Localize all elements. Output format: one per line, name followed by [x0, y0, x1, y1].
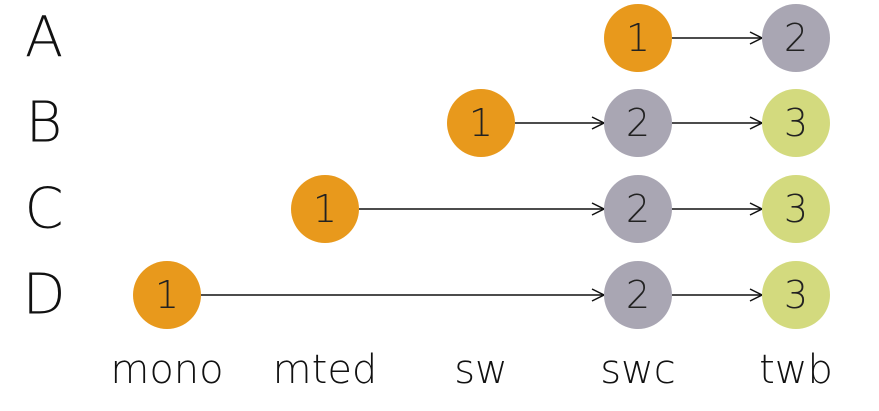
node-c-twb: 3	[762, 175, 830, 243]
node-circle	[762, 261, 830, 329]
column-label-twb: twb	[759, 347, 833, 393]
node-d-mono: 1	[133, 261, 201, 329]
node-b-sw: 1	[447, 89, 515, 157]
node-circle	[604, 175, 672, 243]
node-b-swc: 2	[604, 89, 672, 157]
node-value: 1	[626, 16, 650, 60]
node-value: 2	[784, 16, 808, 60]
node-a-swc: 1	[604, 4, 672, 72]
row-label-a: A	[25, 6, 63, 71]
node-layer: 1 2 1 2 3 1 2 3 1 2 3	[133, 4, 830, 329]
column-label-mono: mono	[110, 347, 223, 393]
node-value: 1	[155, 273, 179, 317]
node-c-swc: 2	[604, 175, 672, 243]
node-d-twb: 3	[762, 261, 830, 329]
node-value: 1	[469, 101, 493, 145]
node-value: 3	[784, 273, 808, 317]
node-d-swc: 2	[604, 261, 672, 329]
node-value: 2	[626, 187, 650, 231]
node-circle	[291, 175, 359, 243]
column-label-mted: mted	[273, 347, 378, 393]
node-circle	[447, 89, 515, 157]
node-circle	[762, 4, 830, 72]
node-value: 3	[784, 187, 808, 231]
edge-layer	[201, 38, 762, 295]
node-a-twb: 2	[762, 4, 830, 72]
node-circle	[762, 175, 830, 243]
column-label-sw: sw	[454, 347, 508, 393]
row-label-c: C	[24, 177, 63, 242]
node-b-twb: 3	[762, 89, 830, 157]
node-value: 2	[626, 101, 650, 145]
node-value: 3	[784, 101, 808, 145]
node-value: 2	[626, 273, 650, 317]
row-label-b: B	[26, 91, 63, 156]
node-circle	[133, 261, 201, 329]
node-circle	[604, 4, 672, 72]
node-circle	[604, 89, 672, 157]
row-label-d: D	[22, 263, 65, 328]
node-c-mted: 1	[291, 175, 359, 243]
node-circle	[604, 261, 672, 329]
node-circle	[762, 89, 830, 157]
node-value: 1	[313, 187, 337, 231]
column-label-swc: swc	[600, 347, 676, 393]
column-label-layer: mono mted sw swc twb	[110, 347, 833, 393]
